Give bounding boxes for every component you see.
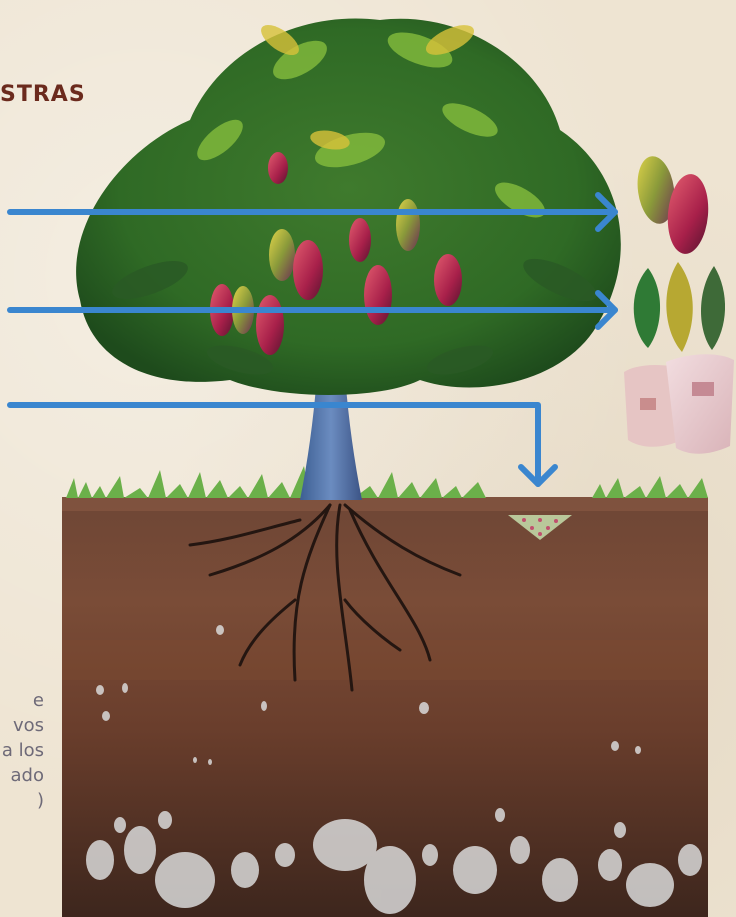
tree-canopy [76,18,621,395]
fallen-leaves-icon [634,262,725,352]
sacks-icon [624,354,734,454]
arrow-soil [10,405,555,484]
soil-block [62,497,708,917]
cacao-pods-icon [633,154,711,256]
grass [66,466,708,498]
